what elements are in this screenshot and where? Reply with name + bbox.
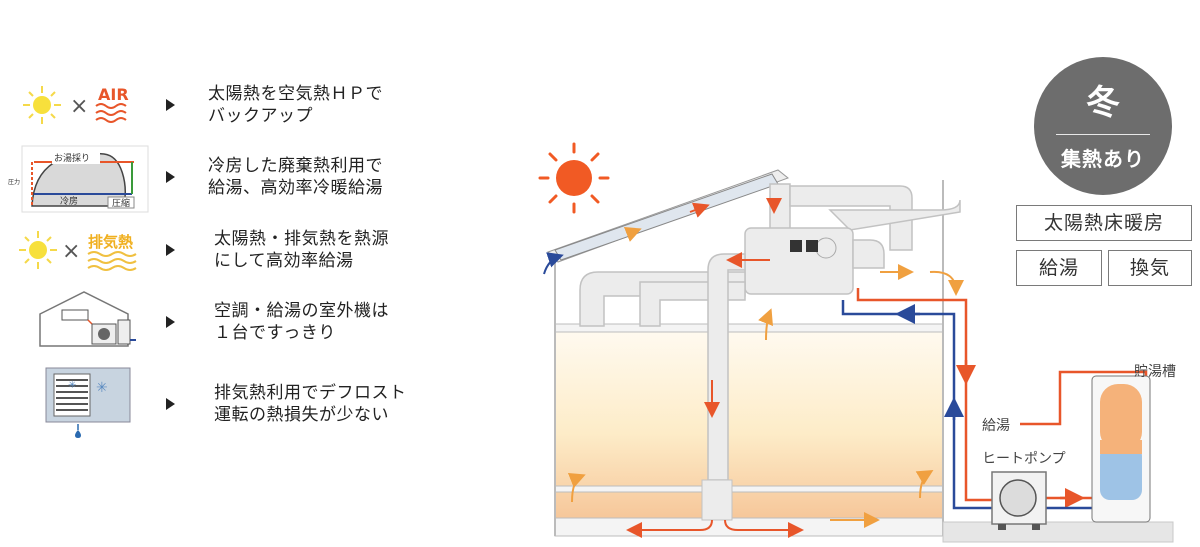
air-text: AIR (98, 85, 129, 104)
sun-icon (538, 142, 610, 214)
function-floor-heating: 太陽熱床暖房 (1016, 205, 1192, 241)
defrost-unit-icon: ✳ ✳ (45, 367, 131, 438)
bullet-arrow-icon (166, 171, 175, 183)
sun-air-icon: × AIR (23, 85, 129, 124)
bullet-arrow-icon (166, 398, 175, 410)
heatpump-label: ヒートポンプ (982, 451, 1066, 467)
outdoor-unit-house-icon (39, 291, 136, 347)
function-ventilation: 換気 (1108, 250, 1192, 286)
svg-text:圧縮: 圧縮 (112, 197, 130, 209)
bullet-arrow-icon (166, 244, 175, 256)
svg-text:✳: ✳ (68, 380, 76, 391)
badge-divider (1056, 134, 1150, 135)
duct (707, 253, 746, 481)
feature-text: 太陽熱・排気熱を熱源にして高効率給湯 (214, 229, 389, 271)
svg-text:お湯採り: お湯採り (54, 152, 90, 164)
ground-slab (554, 517, 944, 537)
function-hot-water: 給湯 (1016, 250, 1102, 286)
feature-text: 太陽熱を空気熱ＨＰでバックアップ (208, 84, 383, 126)
storage-tank (1091, 375, 1151, 523)
svg-text:✳: ✳ (96, 380, 108, 396)
bullet-arrow-icon (166, 316, 175, 328)
feature-text: 冷房した廃棄熱利用で給湯、高効率冷暖給湯 (208, 156, 383, 198)
svg-text:×: × (62, 239, 80, 264)
mid-floor (554, 485, 944, 493)
floor-duct (701, 479, 733, 521)
feature-text: 排気熱利用でデフロスト運転の熱損失が少ない (214, 383, 407, 425)
supply-label: 給湯 (982, 418, 1010, 434)
sun-exhaust-heat-icon: × 排気熱 (19, 231, 137, 271)
bullet-arrow-icon (166, 99, 175, 111)
svg-text:冷房: 冷房 (60, 195, 78, 207)
season-badge: 冬 集熱あり (1034, 57, 1172, 195)
duct (639, 281, 746, 327)
exhaust-text: 排気熱 (88, 233, 133, 251)
season-label: 冬 (1086, 83, 1120, 123)
duct (828, 199, 961, 231)
svg-text:圧力: 圧力 (8, 178, 20, 186)
duct (789, 185, 913, 251)
heat-pump-unit (991, 471, 1047, 530)
mode-label: 集熱あり (1061, 147, 1145, 171)
ceiling (554, 323, 944, 333)
heat-pump-cycle-chart-icon: お湯採り 冷房 圧縮 圧力 (8, 145, 149, 213)
duct (852, 239, 885, 269)
outdoor-base (942, 521, 1174, 543)
tank-label: 貯湯槽 (1134, 364, 1176, 380)
svg-text:×: × (70, 94, 88, 119)
